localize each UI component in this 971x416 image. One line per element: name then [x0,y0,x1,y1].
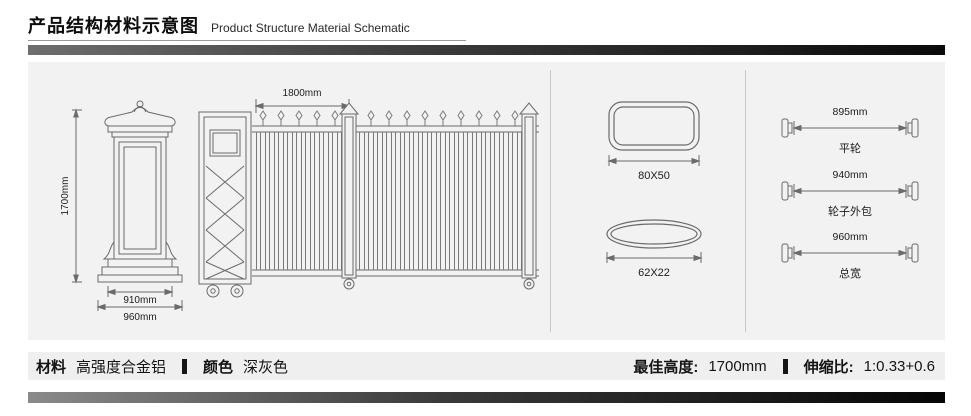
oval-shape [606,219,702,249]
gate-width-dim: 1800mm [283,88,322,99]
wheel-dim-row-flat-wheel: 895mm 平轮 [781,106,919,155]
ratio-label: 伸缩比: [803,358,854,376]
wheel-row-dimension: 895mm [832,106,867,118]
wheel-row-linework [781,181,919,201]
profile-shape [608,101,700,151]
pillar-outer-width-dim: 960mm [123,312,156,323]
pillar-inner-width-dim: 910mm [123,295,156,306]
page-title-zh: 产品结构材料示意图 [28,16,199,36]
spec-group: 最佳高度: 1700mm 伸缩比: 1:0.33+0.6 [633,356,935,377]
gate-slats [254,132,539,270]
oval-tube-drawing: 62X22 [605,219,703,279]
header-rule [28,40,466,41]
wheel-row-dimension: 960mm [832,231,867,243]
profile-dimension [607,155,701,166]
oval-dimension [605,252,703,263]
best-height-value: 1700mm [708,357,767,375]
header-dark-bar [28,45,945,55]
wheel-dim-row-wheel-wrap: 940mm 轮子外包 [781,169,919,218]
gate-pillar-drawing: 1700mm 910mm 960mm [60,100,184,323]
gate-posts [198,102,540,298]
wheel-row-label: 总宽 [839,266,861,280]
material-value: 高强度合金铝 [76,358,167,376]
rail-profile-drawing: 80X50 [607,101,701,182]
retractable-gate-drawing: 1800mm [198,88,540,298]
color-label: 颜色 [203,358,234,376]
panel-divider-1 [550,70,551,332]
diagram-panel: 1700mm 910mm 960mm [28,62,945,340]
wheel-dim-row-total-width: 960mm 总宽 [781,231,919,280]
ratio-value: 1:0.33+0.6 [863,357,935,375]
bottom-dark-bar [28,392,945,403]
best-height-label: 最佳高度: [633,358,699,376]
gate-spear-finials [254,110,539,126]
wheel-row-label: 轮子外包 [828,204,872,218]
header: 产品结构材料示意图 Product Structure Material Sch… [28,12,410,38]
color-value: 深灰色 [243,358,289,376]
footer-divider-2 [782,358,788,374]
pillar-linework [72,100,184,311]
wheel-row-dimension: 940mm [832,169,867,181]
spec-footer-bar: 材料 高强度合金铝 颜色 深灰色 最佳高度: 1700mm 伸缩比: 1:0.3… [28,352,945,380]
page-title-en: Product Structure Material Schematic [211,21,410,35]
oval-size-label: 62X22 [638,267,670,279]
panel-divider-2 [745,70,746,332]
wheel-row-linework [781,118,919,138]
pillar-height-dim: 1700mm [60,177,71,216]
profile-size-label: 80X50 [638,170,670,182]
material-color-group: 材料 高强度合金铝 颜色 深灰色 [36,356,288,377]
footer-divider-1 [182,358,188,374]
wheel-row-label: 平轮 [839,141,861,155]
material-label: 材料 [36,358,67,376]
wheel-row-linework [781,243,919,263]
